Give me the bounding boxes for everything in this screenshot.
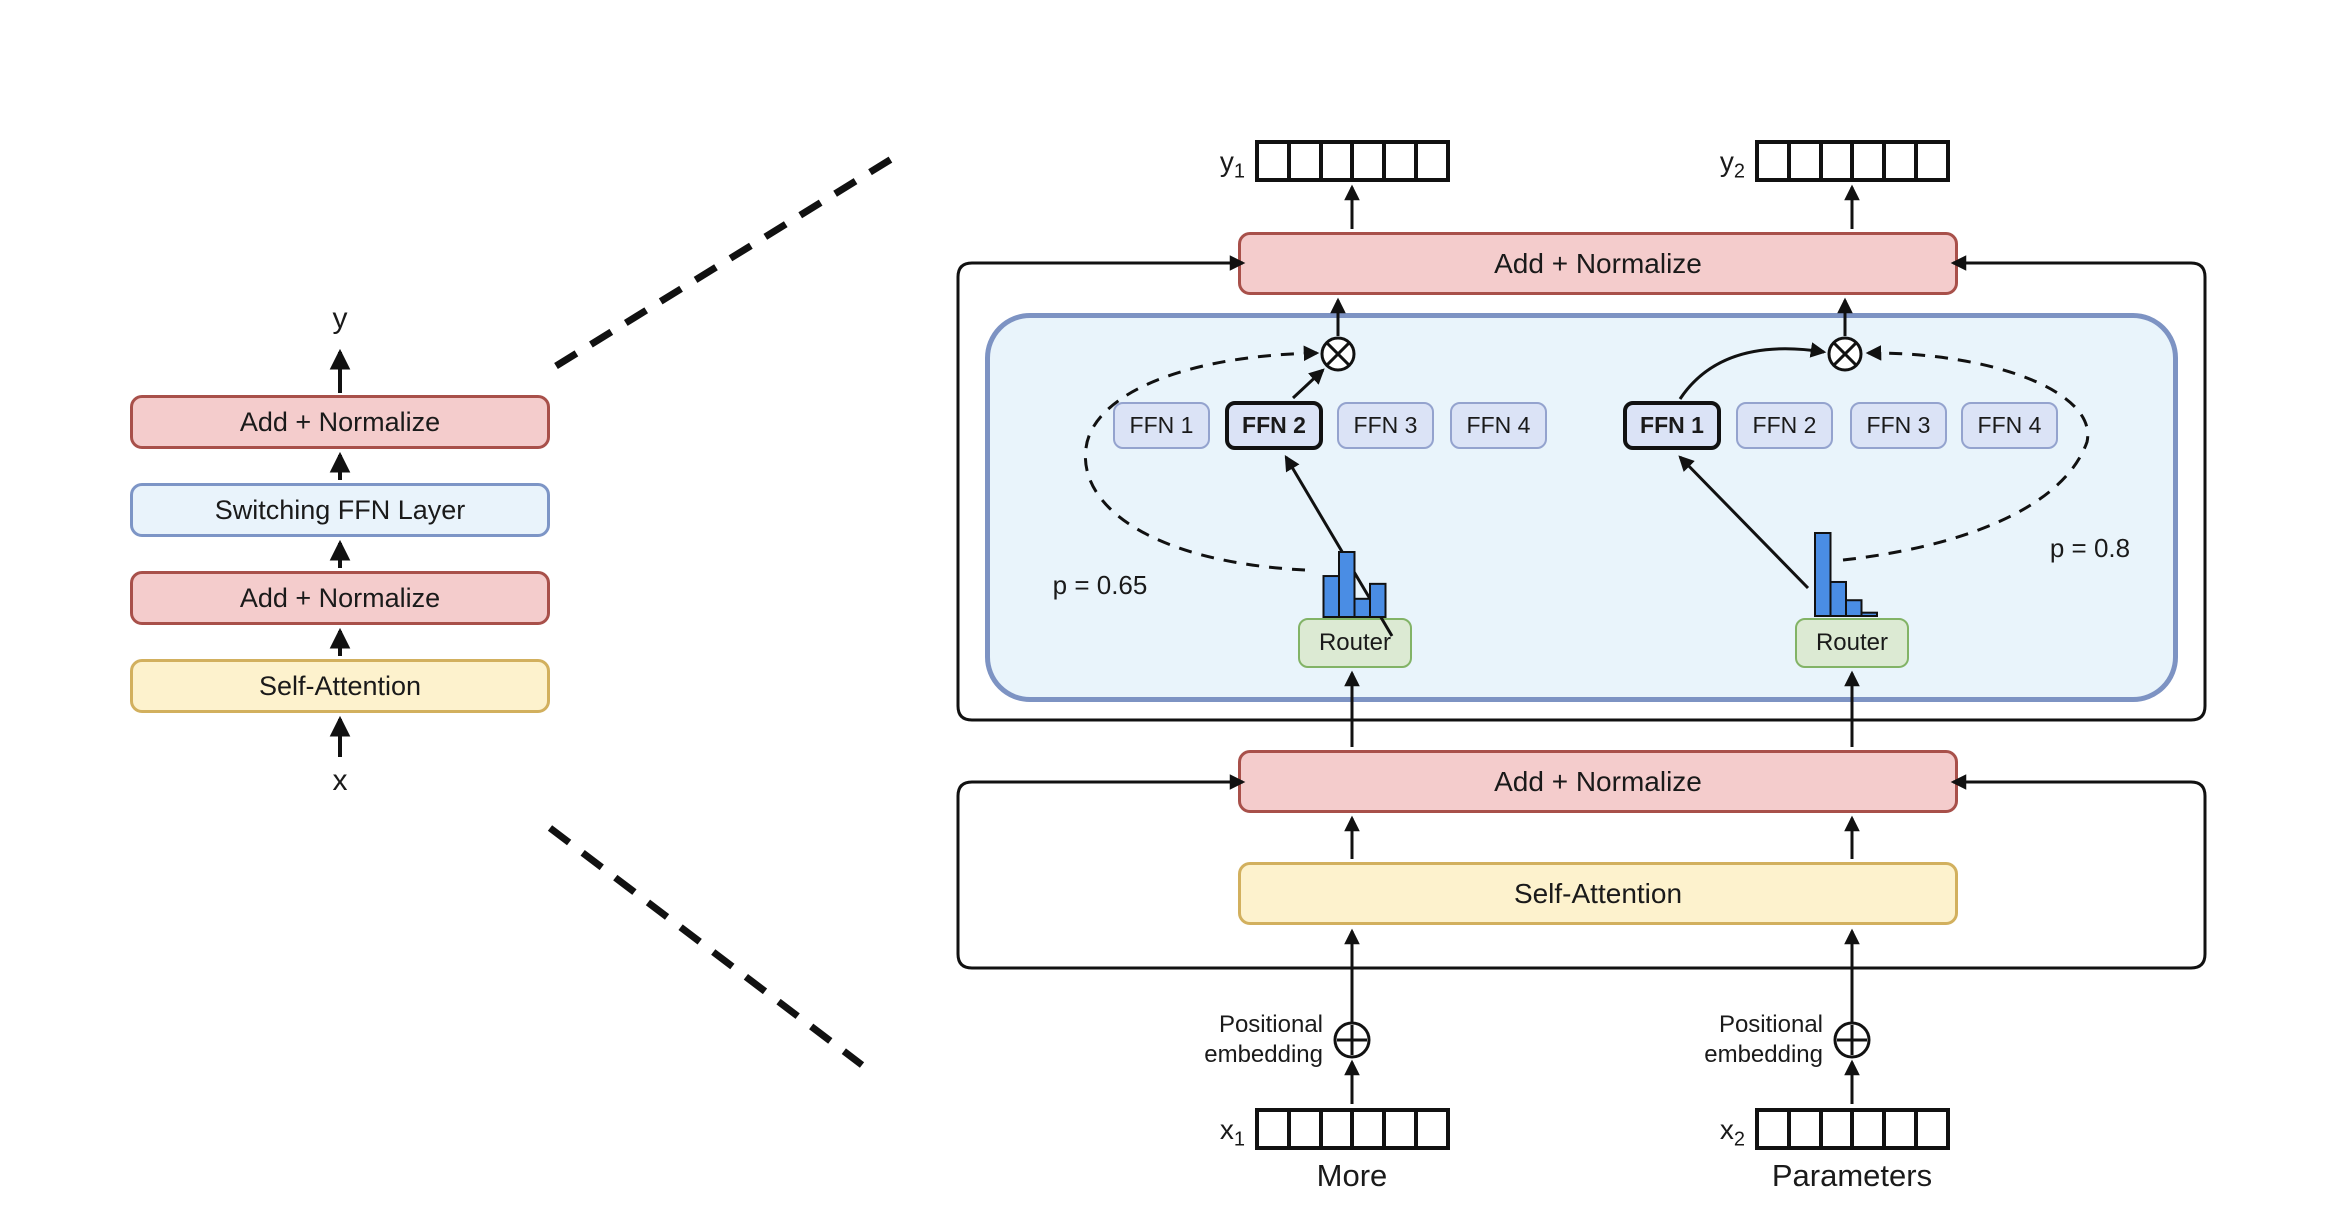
token-cell <box>1323 1112 1355 1146</box>
switching-ffn-expanded-box <box>985 313 2178 702</box>
token-cell <box>1354 144 1387 178</box>
token-cell <box>1386 144 1419 178</box>
add-normalize-mid-bar: Add + Normalize <box>1238 750 1958 813</box>
mini-input-label: x <box>332 764 348 797</box>
token-cell <box>1791 144 1823 178</box>
router-right: Router <box>1795 618 1909 668</box>
plus-node-left <box>1333 1021 1371 1059</box>
token-cell <box>1259 1112 1291 1146</box>
ffn2-right: FFN 2 <box>1736 402 1833 449</box>
ffn1-right-selected: FFN 1 <box>1623 401 1721 450</box>
positional-embedding-label-right: Positional embedding <box>1618 1010 1823 1070</box>
mini-output-label: y <box>332 302 348 335</box>
y2-base: y <box>1719 146 1734 177</box>
pos-embed-line1: Positional <box>1218 1011 1323 1038</box>
token-vector-y1 <box>1255 140 1450 182</box>
token-vector-x1 <box>1255 1108 1450 1150</box>
token-cell <box>1854 1112 1887 1146</box>
mini-add-normalize-top: Add + Normalize <box>130 395 550 449</box>
ffn1-left: FFN 1 <box>1113 402 1210 449</box>
ffn4-left: FFN 4 <box>1450 402 1547 449</box>
y2-label: y2 <box>1640 146 1745 184</box>
token-cell <box>1323 144 1355 178</box>
token-cell <box>1823 1112 1855 1146</box>
token-cell <box>1759 1112 1791 1146</box>
token-cell <box>1854 144 1887 178</box>
token-cell <box>1418 144 1446 178</box>
y1-label: y1 <box>1140 146 1245 184</box>
x2-base: x <box>1719 1114 1734 1145</box>
gate-prob-right: p = 0.8 <box>2049 533 2131 563</box>
token-cell <box>1259 144 1291 178</box>
x1-label: x1 <box>1140 1114 1245 1152</box>
token-cell <box>1791 1112 1823 1146</box>
x1-base: x <box>1219 1114 1234 1145</box>
token-vector-y2 <box>1755 140 1950 182</box>
zoom-dashed-connectors <box>547 155 895 1068</box>
pos-embed-line2: embedding <box>1704 1041 1823 1068</box>
caption-more: More <box>1316 1158 1388 1193</box>
token-cell <box>1886 144 1919 178</box>
ffn2-left-selected: FFN 2 <box>1225 401 1323 450</box>
pos-embed-line2: embedding <box>1204 1041 1323 1068</box>
token-cell <box>1823 144 1855 178</box>
y1-sub: 1 <box>1233 160 1245 183</box>
token-vector-x2 <box>1755 1108 1950 1150</box>
token-cell <box>1759 144 1791 178</box>
router-left: Router <box>1298 618 1412 668</box>
gate-prob-left: p = 0.65 <box>1052 570 1148 600</box>
token-cell <box>1918 1112 1946 1146</box>
y1-base: y <box>1219 146 1234 177</box>
add-normalize-top-bar: Add + Normalize <box>1238 232 1958 295</box>
plus-node-right <box>1833 1021 1871 1059</box>
token-cell <box>1918 144 1946 178</box>
self-attention-bar: Self-Attention <box>1238 862 1958 925</box>
ffn4-right: FFN 4 <box>1961 402 2058 449</box>
caption-parameters: Parameters <box>1771 1158 1933 1193</box>
y2-sub: 2 <box>1733 160 1745 183</box>
ffn3-right: FFN 3 <box>1850 402 1947 449</box>
mini-switching-ffn-layer: Switching FFN Layer <box>130 483 550 537</box>
x1-sub: 1 <box>1233 1128 1245 1151</box>
mini-add-normalize-bottom: Add + Normalize <box>130 571 550 625</box>
mini-self-attention: Self-Attention <box>130 659 550 713</box>
x2-sub: 2 <box>1733 1128 1745 1151</box>
ffn3-left: FFN 3 <box>1337 402 1434 449</box>
token-cell <box>1418 1112 1446 1146</box>
x2-label: x2 <box>1640 1114 1745 1152</box>
token-cell <box>1291 1112 1323 1146</box>
token-cell <box>1354 1112 1387 1146</box>
pos-embed-line1: Positional <box>1718 1011 1823 1038</box>
token-cell <box>1291 144 1323 178</box>
token-cell <box>1386 1112 1419 1146</box>
positional-embedding-label-left: Positional embedding <box>1118 1010 1323 1070</box>
token-cell <box>1886 1112 1919 1146</box>
